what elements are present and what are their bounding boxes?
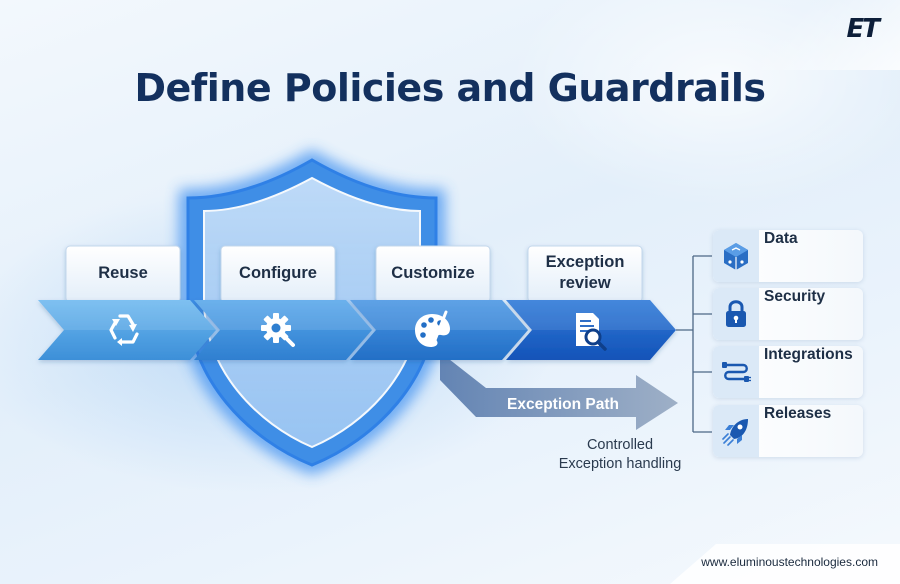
footer-url: www.eluminoustechnologies.com bbox=[701, 555, 878, 569]
category-data: Data bbox=[713, 230, 863, 282]
category-integrations: Integrations bbox=[713, 346, 863, 398]
exception-path-arrow bbox=[440, 352, 678, 430]
palette-icon bbox=[415, 310, 450, 347]
category-label-releases: Releases bbox=[764, 405, 832, 422]
step-label-exception-review: Exception review bbox=[545, 253, 625, 292]
cube-icon bbox=[713, 230, 759, 282]
exception-path-label: Exception Path bbox=[507, 396, 619, 413]
brand-logo: ET bbox=[846, 14, 880, 44]
step-label-reuse: Reuse bbox=[98, 264, 148, 282]
rocket-icon bbox=[713, 405, 759, 457]
category-releases: Releases bbox=[713, 405, 863, 457]
page-title: Define Policies and Guardrails bbox=[134, 66, 766, 110]
step-label-customize: Customize bbox=[391, 264, 475, 282]
category-label-integrations: Integrations bbox=[764, 346, 853, 363]
category-label-security: Security bbox=[764, 288, 826, 305]
category-security: Security bbox=[713, 288, 863, 340]
step-tabs bbox=[65, 245, 643, 303]
gear-wrench-icon bbox=[261, 313, 295, 347]
exception-caption-line2: Exception handling bbox=[558, 456, 682, 472]
plug-cable-icon bbox=[713, 346, 759, 398]
corner-highlight bbox=[710, 0, 900, 70]
exception-caption-line1: Controlled bbox=[586, 437, 654, 453]
recycle-icon bbox=[109, 314, 139, 346]
category-connectors bbox=[676, 255, 712, 433]
exception-caption: Controlled Exception handling bbox=[540, 436, 700, 474]
footer-panel bbox=[670, 544, 900, 584]
lock-icon bbox=[713, 288, 759, 340]
category-label-data: Data bbox=[764, 230, 798, 247]
step-label-configure: Configure bbox=[239, 264, 317, 282]
step-chevrons bbox=[38, 300, 676, 360]
document-search-icon bbox=[576, 313, 607, 351]
